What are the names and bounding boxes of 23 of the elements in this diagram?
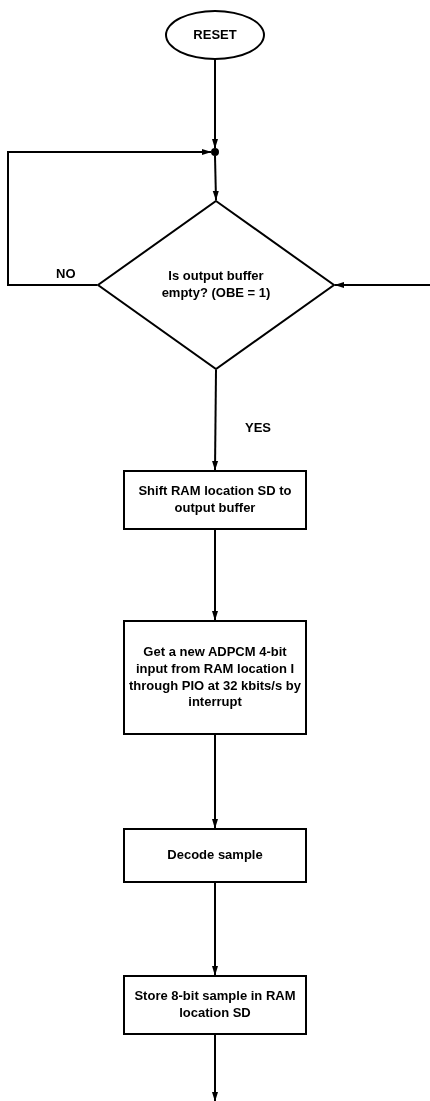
node-label: Decode sample bbox=[167, 847, 263, 864]
decision-diamond bbox=[97, 200, 335, 370]
edge-label: NO bbox=[54, 266, 78, 281]
arrow bbox=[211, 369, 219, 471]
node-label: Is output buffer empty? (OBE = 1) bbox=[161, 268, 271, 302]
arrow bbox=[211, 59, 219, 149]
node-label: Shift RAM location SD to output buffer bbox=[137, 483, 293, 517]
arrow bbox=[7, 148, 212, 286]
edge-label: YES bbox=[243, 420, 273, 435]
process-box bbox=[123, 470, 307, 530]
arrow bbox=[211, 1034, 219, 1101]
node-label: RESET bbox=[193, 26, 237, 44]
arrow bbox=[211, 529, 219, 621]
arrow bbox=[334, 281, 430, 289]
node-label: Store 8-bit sample in RAM location SD bbox=[133, 988, 297, 1022]
junction-dot bbox=[211, 148, 219, 156]
process-box bbox=[123, 975, 307, 1035]
arrow bbox=[212, 155, 219, 201]
arrow bbox=[211, 882, 219, 976]
process-box bbox=[123, 620, 307, 735]
arrow bbox=[211, 734, 219, 829]
node-label: Get a new ADPCM 4-bit input from RAM location I through PIO at 32 kbits/s by interrupt bbox=[129, 643, 301, 712]
process-box bbox=[123, 828, 307, 883]
